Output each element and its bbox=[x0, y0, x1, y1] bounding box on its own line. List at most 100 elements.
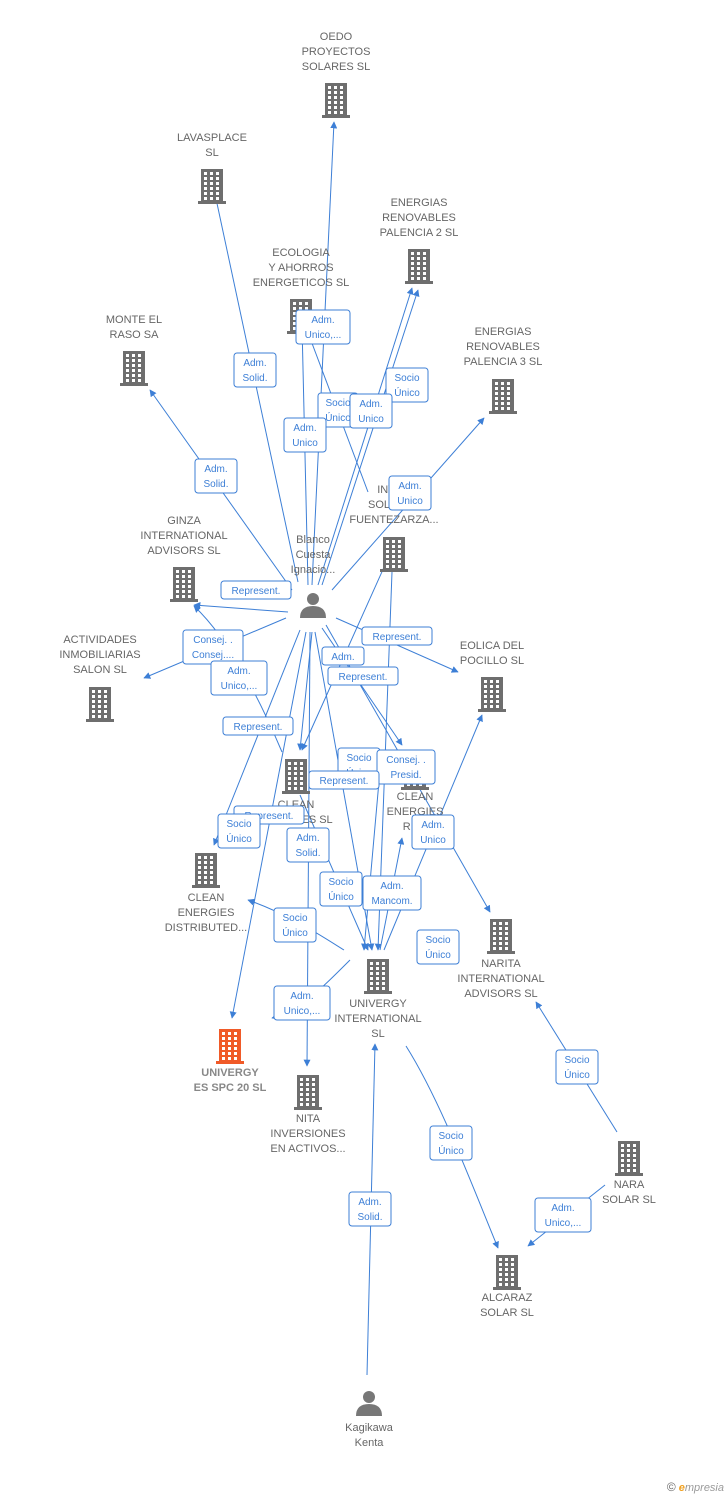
building-window bbox=[627, 1144, 630, 1147]
node-cleandist[interactable]: CLEANENERGIESDISTRIBUTED... bbox=[165, 853, 248, 934]
node-name-line: ENERGIES bbox=[178, 907, 235, 919]
building-window bbox=[499, 942, 502, 945]
relation-label[interactable]: Adm.Solid. bbox=[286, 827, 330, 863]
building-window bbox=[507, 407, 510, 410]
building-window bbox=[490, 680, 493, 683]
building-window bbox=[222, 1052, 225, 1055]
relation-label[interactable]: Adm.Unico,... bbox=[210, 660, 268, 696]
building-window bbox=[176, 585, 179, 588]
building-window bbox=[505, 922, 508, 925]
relation-label-box bbox=[348, 1191, 392, 1227]
relation-label[interactable]: Represent. bbox=[220, 580, 292, 600]
relation-label[interactable]: Represent. bbox=[361, 626, 433, 646]
node-name-line: INTERNATIONAL bbox=[457, 973, 544, 985]
relation-label[interactable]: Adm. bbox=[321, 646, 365, 666]
building-window bbox=[495, 407, 498, 410]
relation-label-box bbox=[429, 1125, 473, 1161]
node-name-line: Ignacio... bbox=[291, 564, 336, 576]
relation-label-text: Solid. bbox=[242, 373, 267, 384]
relation-label[interactable]: Represent. bbox=[222, 716, 294, 736]
building-window bbox=[188, 595, 191, 598]
building-window bbox=[484, 685, 487, 688]
building-window bbox=[386, 545, 389, 548]
relation-label[interactable]: Adm.Solid. bbox=[194, 458, 238, 494]
building-icon bbox=[322, 83, 350, 118]
relation-label-box bbox=[327, 666, 399, 686]
relation-label[interactable]: Adm.Unico bbox=[388, 475, 432, 511]
relation-label[interactable]: Represent. bbox=[308, 770, 380, 790]
relation-label[interactable]: Adm.Solid. bbox=[348, 1191, 392, 1227]
building-window bbox=[493, 942, 496, 945]
building-window bbox=[306, 1088, 309, 1091]
building-window bbox=[300, 782, 303, 785]
node-name-line: NITA bbox=[296, 1113, 321, 1125]
relation-label[interactable]: Adm.Solid. bbox=[233, 352, 277, 388]
building-window bbox=[495, 382, 498, 385]
node-name-line: SOLAR SL bbox=[480, 1307, 534, 1319]
building-window bbox=[92, 715, 95, 718]
relation-label-text: Represent. bbox=[373, 632, 422, 643]
relation-label[interactable]: Adm.Unico,... bbox=[295, 309, 351, 345]
building-window bbox=[294, 787, 297, 790]
building-window bbox=[182, 590, 185, 593]
building-window bbox=[300, 1088, 303, 1091]
building-base bbox=[405, 281, 433, 284]
node-name-line: Y AHORROS bbox=[268, 262, 333, 274]
building-base bbox=[364, 991, 392, 994]
building-window bbox=[499, 1263, 502, 1266]
building-window bbox=[104, 690, 107, 693]
building-window bbox=[138, 359, 141, 362]
building-window bbox=[312, 1078, 315, 1081]
relation-label[interactable]: Adm.Unico bbox=[283, 417, 327, 453]
building-window bbox=[495, 397, 498, 400]
building-window bbox=[312, 1083, 315, 1086]
node-name-line: SOLARES SL bbox=[302, 61, 370, 73]
relation-label[interactable]: Represent. bbox=[327, 666, 399, 686]
relation-label[interactable]: Adm.Mancom. bbox=[362, 875, 422, 911]
relation-label[interactable]: Consej. .Presid. bbox=[376, 749, 436, 785]
relation-label[interactable]: Adm.Unico,... bbox=[273, 985, 331, 1021]
building-window bbox=[633, 1159, 636, 1162]
building-window bbox=[300, 1083, 303, 1086]
relation-label[interactable]: Adm.Unico bbox=[411, 814, 455, 850]
relation-label[interactable]: Adm.Unico,... bbox=[534, 1197, 592, 1233]
relation-label-text: Único bbox=[226, 832, 252, 845]
building-window bbox=[507, 397, 510, 400]
building-base bbox=[487, 951, 515, 954]
node-blanco[interactable]: BlancoCuestaIgnacio... bbox=[291, 534, 336, 618]
relation-label-box bbox=[194, 458, 238, 494]
building-window bbox=[188, 585, 191, 588]
building-window bbox=[210, 187, 213, 190]
relation-label[interactable]: Consej. .Consej.... bbox=[182, 629, 244, 665]
building-window bbox=[228, 1047, 231, 1050]
building-window bbox=[288, 772, 291, 775]
building-window bbox=[126, 374, 129, 377]
building-window bbox=[398, 540, 401, 543]
building-window bbox=[300, 1078, 303, 1081]
relation-label[interactable]: Adm.Unico bbox=[349, 393, 393, 429]
relation-label-text: Socio bbox=[328, 877, 353, 888]
